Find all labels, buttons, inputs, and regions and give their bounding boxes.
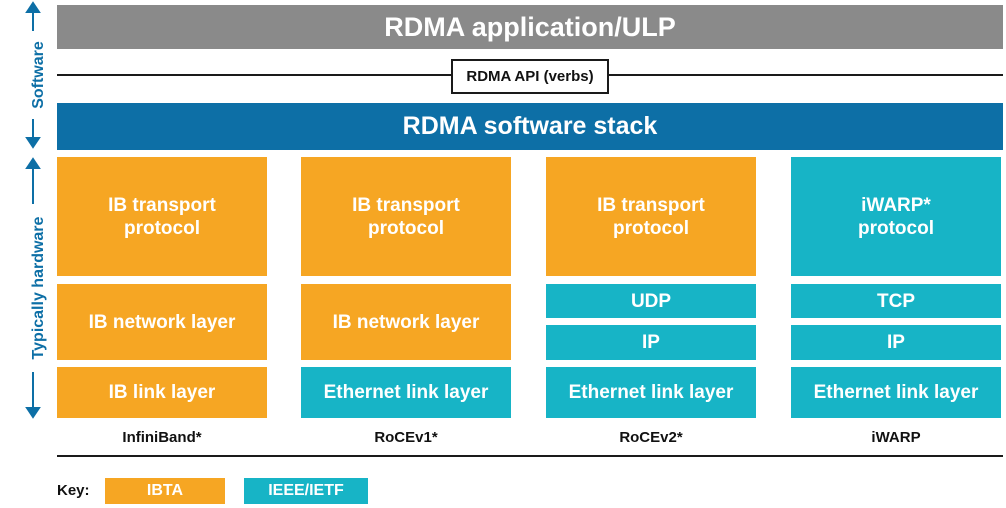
link-cell: Ethernet link layer <box>301 367 511 418</box>
arrow-up-icon <box>25 157 41 169</box>
column-name: iWARP <box>871 429 921 446</box>
transport-cell: iWARP*protocol <box>791 157 1001 276</box>
software-stack-bar: RDMA software stack <box>57 103 1003 150</box>
network-cell: IB network layer <box>301 284 511 360</box>
network-cell: IB network layer <box>57 284 267 360</box>
arrow-down-icon <box>25 137 41 149</box>
bottom-line <box>57 455 1003 457</box>
link-cell: IB link layer <box>57 367 267 418</box>
application-bar: RDMA application/ULP <box>57 5 1003 49</box>
tcp-cell: TCP <box>791 284 1001 318</box>
api-box: RDMA API (verbs) <box>451 59 609 94</box>
link-cell: Ethernet link layer <box>546 367 756 418</box>
software-label: Software <box>30 31 48 119</box>
key-ibta: IBTA <box>105 478 225 504</box>
hardware-label: Typically hardware <box>30 204 48 372</box>
column-name: RoCEv1* <box>374 429 438 446</box>
arrow-up-icon <box>25 1 41 13</box>
link-cell: Ethernet link layer <box>791 367 1001 418</box>
key-ieee-ietf: IEEE/IETF <box>244 478 368 504</box>
udp-cell: UDP <box>546 284 756 318</box>
column-name: InfiniBand* <box>122 429 202 446</box>
ip-cell: IP <box>546 325 756 360</box>
column-name: RoCEv2* <box>619 429 683 446</box>
arrow-down-icon <box>25 407 41 419</box>
ip-cell: IP <box>791 325 1001 360</box>
key-label: Key: <box>57 482 90 499</box>
